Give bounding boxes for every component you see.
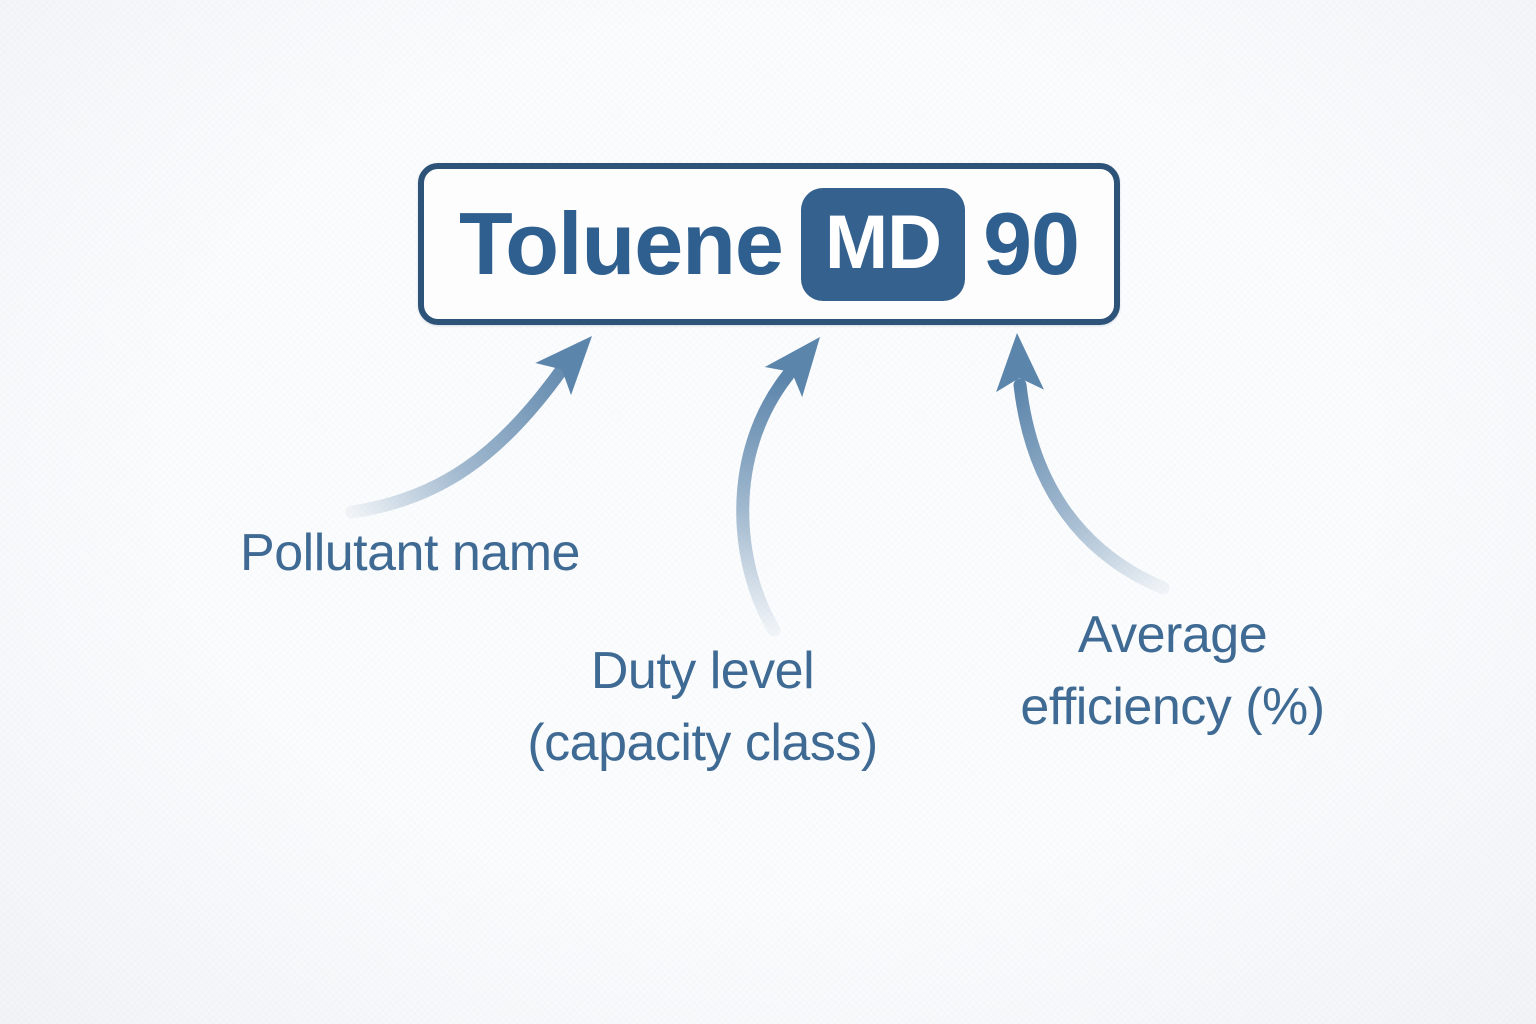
duty-label: Duty level (capacity class) <box>470 636 935 780</box>
duty-label-line1: Duty level <box>590 642 815 700</box>
duty-arrow-icon <box>736 337 820 637</box>
efficiency-label: Average efficiency (%) <box>980 600 1365 744</box>
code-box: Toluene MD 90 <box>418 163 1120 325</box>
duty-label-line2: (capacity class) <box>527 713 878 772</box>
pollutant-arrow-icon <box>345 336 592 519</box>
efficiency-arrow-icon <box>996 333 1170 595</box>
efficiency-label-line2: efficiency (%) <box>1020 677 1325 736</box>
duty-code-badge: MD <box>800 187 966 301</box>
pollutant-label-text: Pollutant name <box>240 524 580 582</box>
pollutant-name-text: Toluene <box>459 194 784 293</box>
pollutant-label: Pollutant name <box>200 518 620 590</box>
efficiency-label-line1: Average <box>1077 606 1268 664</box>
efficiency-value-text: 90 <box>983 194 1080 293</box>
